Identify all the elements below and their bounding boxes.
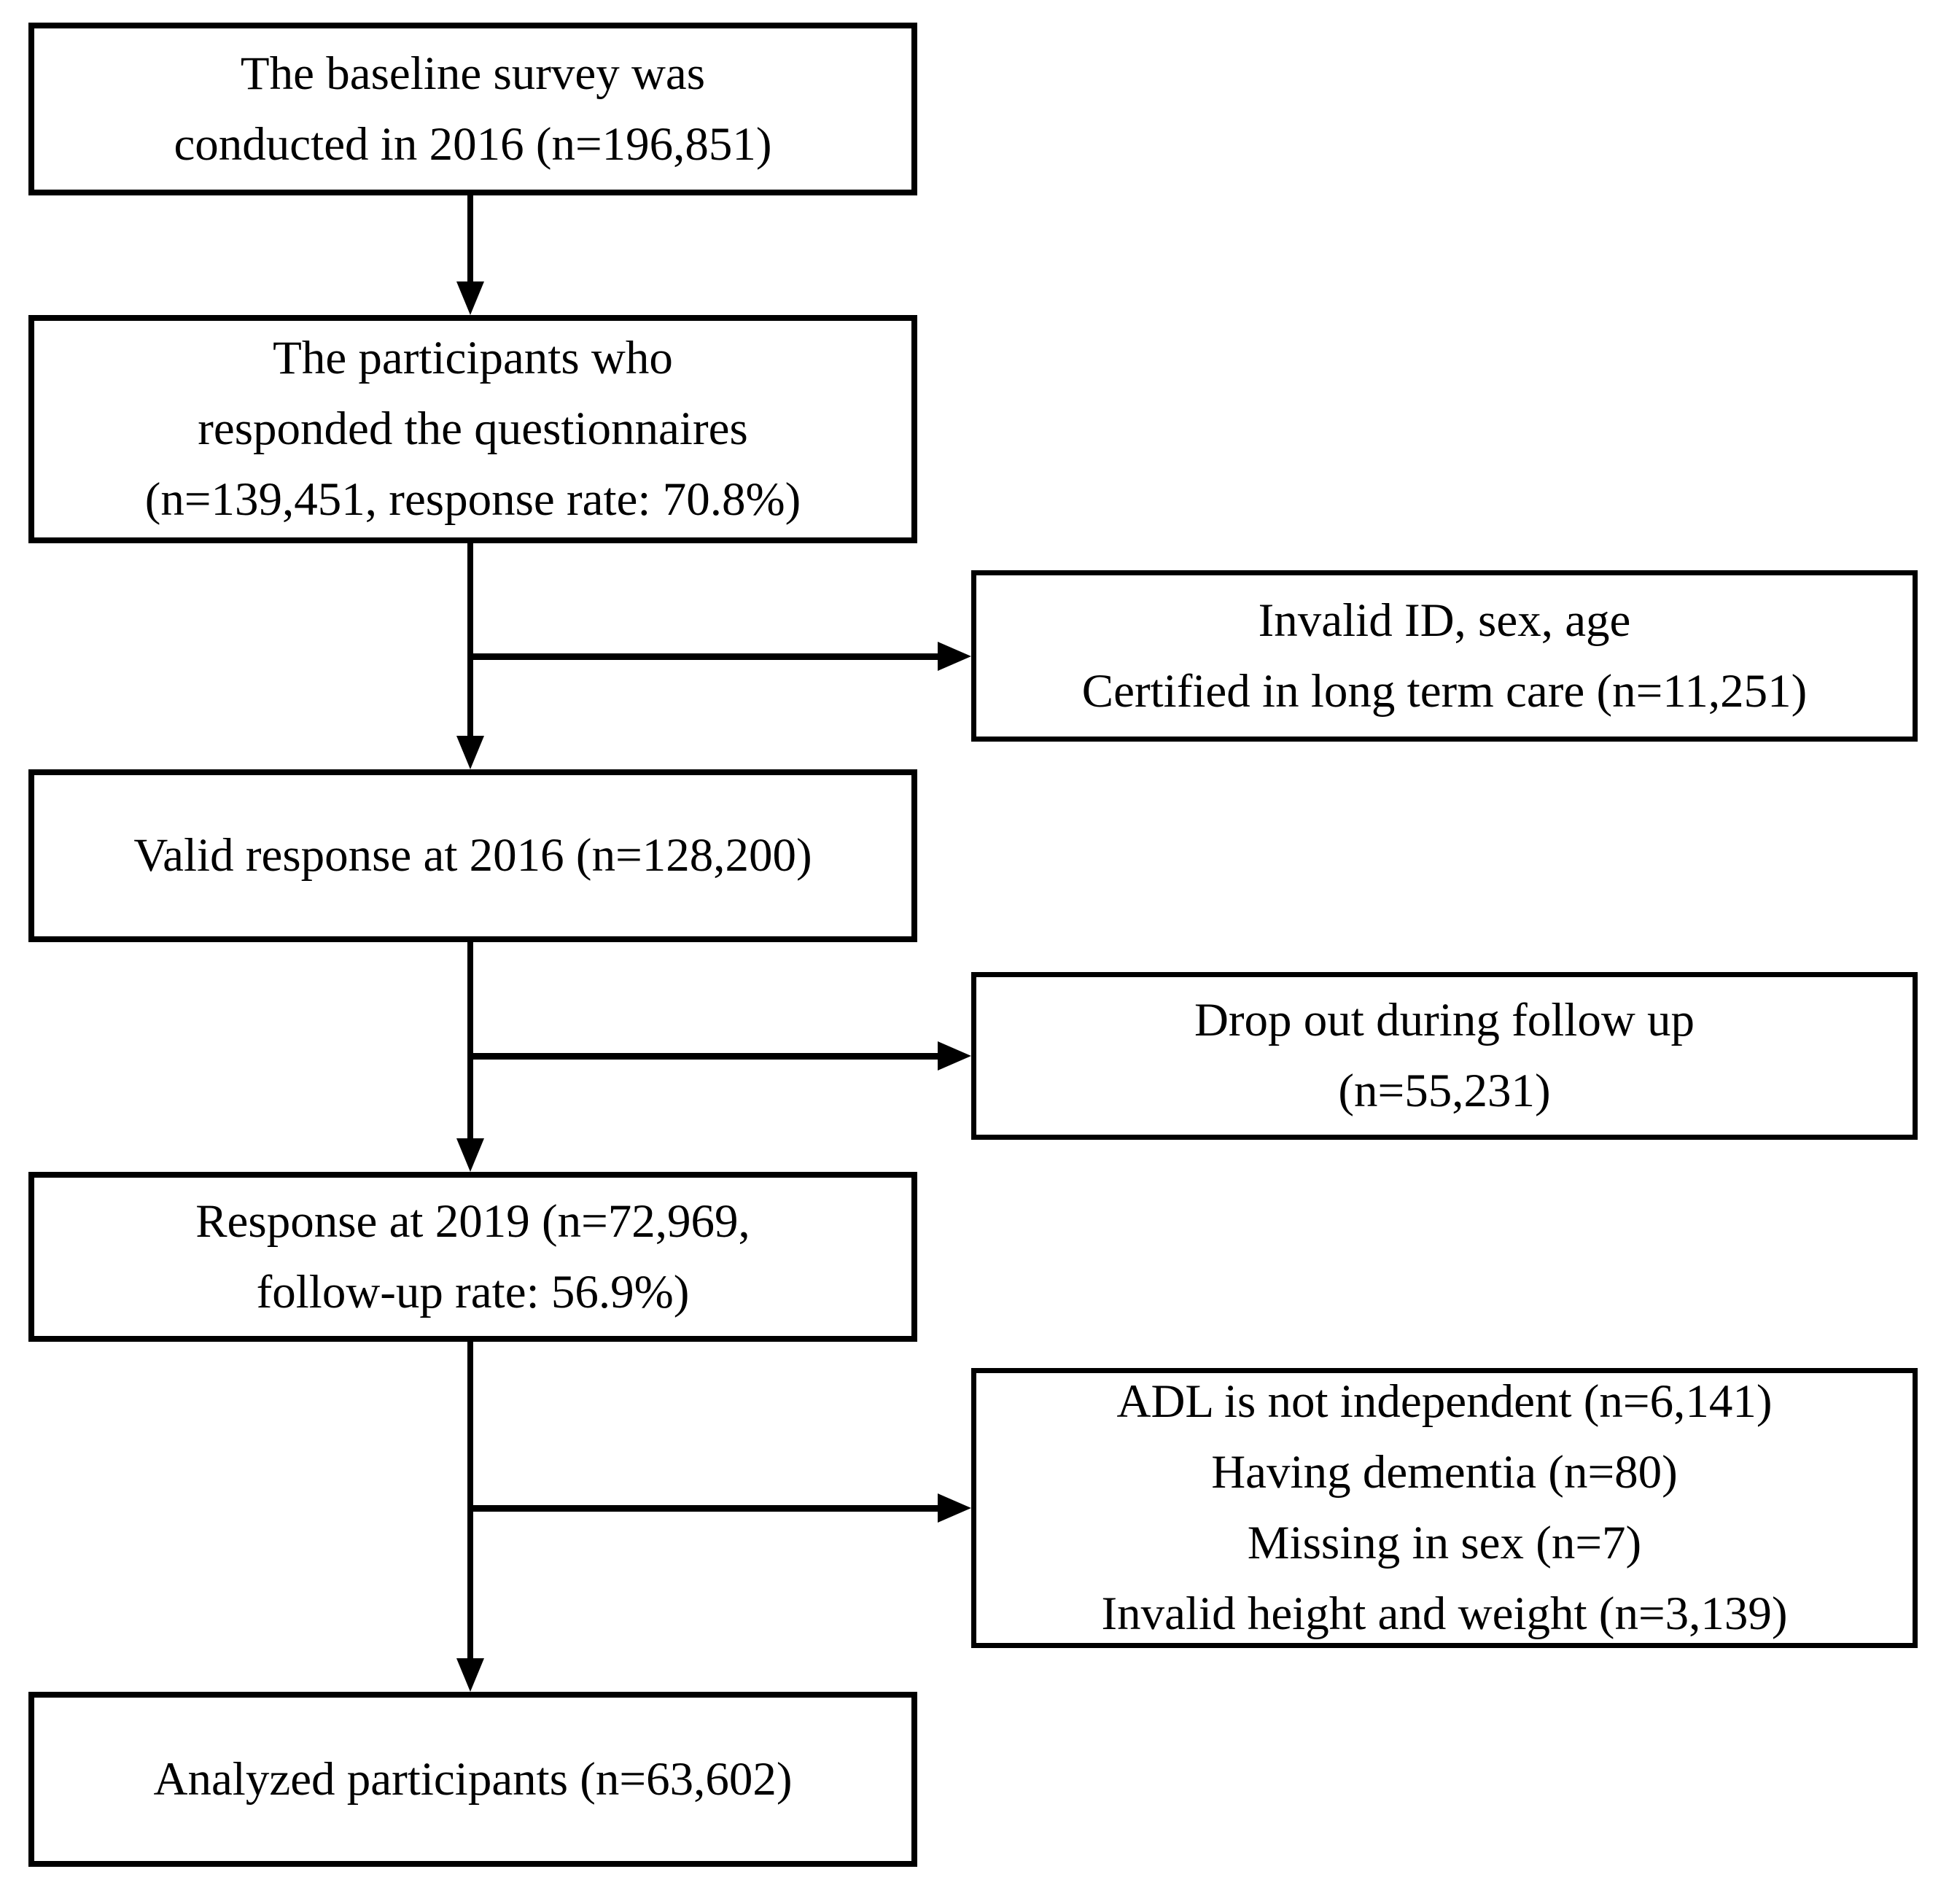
exclusion-box-line: Drop out during follow up (1194, 994, 1695, 1046)
arrowhead-right-icon (938, 1041, 971, 1070)
exclusion-box-line: Missing in sex (n=7) (1247, 1517, 1642, 1569)
exclusion-box-adl: ADL is not independent (n=6,141) Having … (971, 1368, 1918, 1648)
exclusion-box-line: Invalid height and weight (n=3,139) (1101, 1588, 1788, 1640)
flow-box-response-2019: Response at 2019 (n=72,969, follow-up ra… (28, 1172, 917, 1342)
flow-box-line: The baseline survey was (240, 47, 706, 100)
arrow-shaft-vertical-2 (467, 543, 473, 736)
flow-box-line: Response at 2019 (n=72,969, (195, 1194, 750, 1248)
exclusion-box-line: Invalid ID, sex, age (1258, 594, 1631, 647)
exclusion-box-line: ADL is not independent (n=6,141) (1116, 1375, 1773, 1428)
arrowhead-down-icon (456, 1658, 484, 1692)
flow-box-responded-questionnaires: The participants who responded the quest… (28, 315, 917, 543)
flow-box-analyzed-participants: Analyzed participants (n=63,602) (28, 1692, 917, 1867)
flow-box-line: Analyzed participants (n=63,602) (153, 1752, 793, 1806)
flow-box-line: The participants who (273, 332, 673, 384)
arrow-shaft-horizontal-2 (470, 1053, 938, 1060)
flow-box-line: Valid response at 2016 (n=128,200) (133, 829, 812, 882)
arrowhead-down-icon (456, 281, 484, 315)
arrow-shaft-horizontal-1 (470, 653, 938, 660)
exclusion-box-invalid-id: Invalid ID, sex, age Certified in long t… (971, 570, 1918, 742)
flow-box-line: responded the questionnaires (198, 403, 748, 455)
exclusion-box-line: (n=55,231) (1338, 1065, 1551, 1117)
exclusion-box-line: Certified in long term care (n=11,251) (1081, 664, 1808, 718)
exclusion-box-line: Having dementia (n=80) (1211, 1446, 1678, 1499)
flow-box-line: follow-up rate: 56.9%) (256, 1265, 690, 1318)
flow-box-line: (n=139,451, response rate: 70.8%) (144, 473, 801, 526)
arrowhead-right-icon (938, 1493, 971, 1523)
arrow-shaft-horizontal-3 (470, 1505, 938, 1512)
arrowhead-right-icon (938, 642, 971, 671)
arrowhead-down-icon (456, 1138, 484, 1172)
arrow-shaft-vertical-3 (467, 942, 473, 1138)
arrow-shaft-vertical-4 (467, 1342, 473, 1658)
arrow-shaft-vertical-1 (467, 195, 473, 284)
flow-box-valid-response-2016: Valid response at 2016 (n=128,200) (28, 769, 917, 942)
flow-box-baseline-survey: The baseline survey was conducted in 201… (28, 23, 917, 195)
arrowhead-down-icon (456, 736, 484, 769)
exclusion-box-dropout: Drop out during follow up (n=55,231) (971, 972, 1918, 1140)
flow-box-line: conducted in 2016 (n=196,851) (174, 117, 772, 171)
